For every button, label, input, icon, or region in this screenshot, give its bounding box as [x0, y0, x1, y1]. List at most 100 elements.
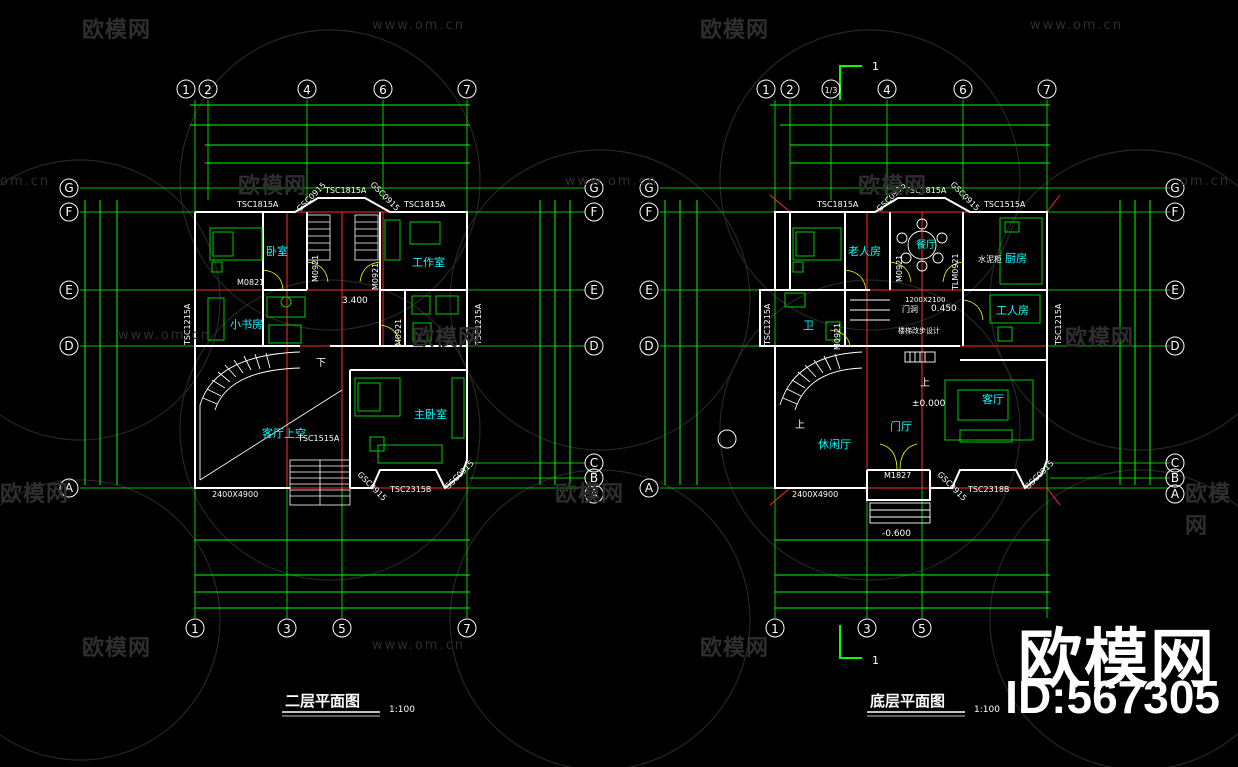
tag-opening: 2400X4900 [212, 490, 258, 499]
left-dim-lines [84, 104, 571, 609]
tag-door-3: M0921 [371, 263, 380, 290]
r-axis-top-2: 2 [786, 83, 794, 97]
right-axis-labels: 1 2 1/3 4 6 7 1 3 5 G F E D A G F E D C … [644, 83, 1180, 636]
axis-right-C: C [590, 456, 598, 470]
axis-bottom-5: 5 [338, 622, 346, 636]
r-tag-w-right: TSC1215A [1054, 303, 1063, 346]
axis-top-4: 4 [303, 83, 311, 97]
elev-1: 0.450 [931, 304, 957, 314]
axis-top-1: 1 [182, 83, 190, 97]
stair-down-label: 下 [316, 358, 326, 369]
tag-corner-3: GSC0915 [356, 470, 389, 503]
elevation-label: 3.400 [342, 296, 368, 306]
watermark-logo: 欧模网 [238, 174, 308, 199]
left-title-block: 二层平面图 1:100 [282, 692, 415, 717]
watermark-logo: 欧模网 [82, 636, 152, 661]
room-elder-bedroom: 老人房 [848, 245, 881, 258]
left-axis-grid [80, 100, 585, 618]
right-dim-lines [664, 104, 1151, 609]
watermark-url: om.cn [0, 174, 51, 189]
room-living: 客厅 [982, 392, 1004, 406]
watermark-url: www.om.cn [372, 18, 465, 33]
room-dining: 餐厅 [916, 238, 936, 251]
r-tag-w-top-right: TSC1515A [983, 200, 1026, 209]
up-label-2: 上 [920, 377, 930, 389]
section-mark-bottom: 1 [872, 654, 879, 667]
tag-door-4: M0921 [394, 319, 403, 346]
right-axis-bubbles [639, 79, 1185, 638]
elev-2: ±0.000 [912, 399, 946, 409]
watermark-url: www.om.cn [1030, 18, 1123, 33]
r-axis-top-6: 6 [959, 83, 967, 97]
axis-left-E: E [65, 283, 73, 297]
room-foyer: 门厅 [890, 419, 912, 433]
r-tag-w-top-left: TSC1815A [816, 200, 859, 209]
axis-left-D: D [64, 339, 73, 353]
left-curved-stair [199, 351, 343, 481]
r-axis-bottom-5: 5 [918, 622, 926, 636]
tag-w-top-left: TSC1815A [236, 200, 279, 209]
tag-corner-2: GSC0915 [369, 180, 402, 213]
watermark-logo: 欧模网 [555, 482, 625, 507]
axis-left-A: A [65, 481, 74, 495]
room-toilet: 卫 [803, 319, 814, 332]
brand-id: ID:567305 [1005, 671, 1220, 723]
r-tag-door-1: M0921 [895, 255, 904, 282]
r-tag-door-main: M1827 [884, 471, 911, 480]
axis-right-B: B [590, 471, 598, 485]
hole-size: 1200X2100 [905, 296, 945, 304]
watermark-url: om.cn [1180, 174, 1231, 189]
r-axis-left-G: G [644, 181, 653, 195]
up-label-1: 上 [795, 419, 805, 431]
r-tag-w-bottom-right: TSC2318B [967, 485, 1009, 494]
watermark-circles [0, 29, 1238, 767]
room-study: 工作室 [412, 255, 445, 269]
right-walls [759, 197, 1048, 501]
r-tag-door-3: TLM0921 [951, 253, 960, 291]
watermark-logo: 欧模网 [858, 174, 928, 199]
tag-door-2: M0921 [311, 255, 320, 282]
r-tag-w-left: TSC1215A [763, 303, 772, 346]
tag-w-bottom-mid: TSC1515A [297, 434, 340, 443]
hole-label: 门洞 [902, 304, 918, 314]
r-axis-left-D: D [644, 339, 653, 353]
left-stair-top [306, 214, 379, 261]
axis-top-2: 2 [204, 83, 212, 97]
tag-door-1: M0821 [237, 278, 264, 287]
axis-right-D: D [589, 339, 598, 353]
right-dining-set [896, 218, 948, 272]
kitchen-note: 水泥柜 [978, 254, 1002, 264]
watermark-logo: 欧模网 [700, 636, 770, 661]
r-tag-corner-3: GSC0915 [936, 470, 969, 503]
right-room-labels: 老人房 餐厅 厨房 水泥柜 工人房 客厅 休闲厅 门厅 卫 上 上 门洞 120… [795, 238, 1029, 539]
watermark-url: www.om.cn [372, 638, 465, 653]
watermark-logo: 欧模网 [700, 18, 770, 43]
left-doors [262, 261, 401, 347]
tag-w-top-mid: TSC1815A [324, 186, 367, 195]
r-axis-top-1-3: 1/3 [825, 86, 838, 95]
r-axis-right-E: E [1171, 283, 1179, 297]
right-furniture [784, 217, 1043, 443]
tag-w-right: TSC1215A [474, 303, 483, 346]
room-kitchen: 厨房 [1005, 252, 1027, 265]
watermark-logo: 欧模网 [1185, 482, 1232, 539]
tag-w-left: TSC1215A [183, 303, 192, 346]
section-mark-top: 1 [872, 60, 879, 73]
watermark-logo: 欧模网 [82, 18, 152, 43]
brand-name: 欧模网 [1018, 623, 1216, 695]
r-axis-left-E: E [645, 283, 653, 297]
left-axis-bubbles [59, 79, 604, 638]
r-tag-door-2: M0921 [833, 323, 842, 350]
axis-top-7: 7 [463, 83, 471, 97]
room-bedroom: 卧室 [266, 244, 288, 258]
stair-note: 楼梯改步设计 [898, 326, 940, 335]
right-stairs [779, 299, 936, 524]
r-tag-opening: 2400X4900 [792, 490, 838, 499]
left-front-stairs [289, 459, 351, 506]
watermark-url: www.om.cn [565, 174, 658, 189]
room-master-bedroom: 主卧室 [414, 407, 447, 421]
r-axis-left-F: F [646, 205, 653, 219]
watermark-logo: 欧模网 [0, 482, 70, 507]
r-axis-right-B: B [1171, 471, 1179, 485]
